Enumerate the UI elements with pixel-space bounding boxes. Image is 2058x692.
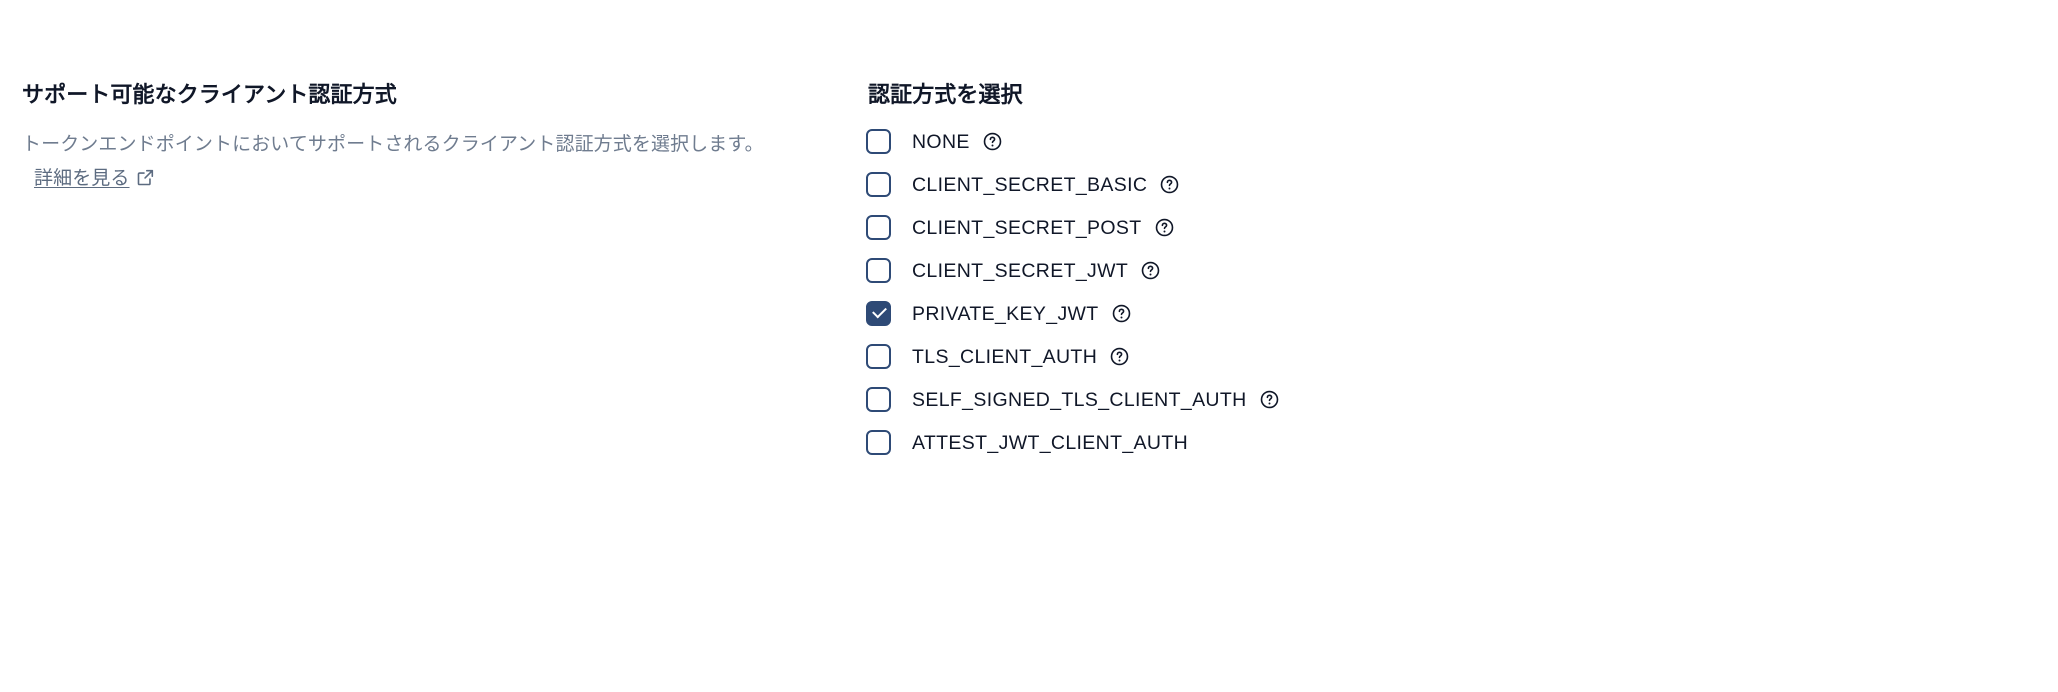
- auth-method-label: PRIVATE_KEY_JWT: [912, 302, 1099, 325]
- auth-method-label: ATTEST_JWT_CLIENT_AUTH: [912, 431, 1189, 454]
- auth-method-label: CLIENT_SECRET_POST: [912, 216, 1142, 239]
- auth-method-checkbox[interactable]: [866, 172, 891, 197]
- auth-method-label: CLIENT_SECRET_BASIC: [912, 173, 1148, 196]
- auth-method-option-tls-client-auth[interactable]: TLS_CLIENT_AUTH: [866, 335, 1129, 378]
- auth-method-checkbox[interactable]: [866, 258, 891, 283]
- auth-method-checkbox[interactable]: [866, 387, 891, 412]
- help-circle-icon[interactable]: [1160, 175, 1179, 194]
- auth-method-label: TLS_CLIENT_AUTH: [912, 345, 1098, 368]
- auth-method-checkbox[interactable]: [866, 301, 891, 326]
- section-heading: サポート可能なクライアント認証方式: [22, 82, 397, 107]
- auth-method-option-self-signed-tls-client-auth[interactable]: SELF_SIGNED_TLS_CLIENT_AUTH: [866, 378, 1279, 421]
- help-circle-icon[interactable]: [1260, 390, 1279, 409]
- auth-method-label: SELF_SIGNED_TLS_CLIENT_AUTH: [912, 388, 1247, 411]
- selection-column: 認証方式を選択 NONE CLIENT_SECRET_BASIC CLIENT_…: [866, 80, 1766, 464]
- section-description-text: トークンエンドポイントにおいてサポートされるクライアント認証方式を選択します。: [22, 134, 764, 155]
- auth-method-checkbox[interactable]: [866, 215, 891, 240]
- auth-method-checkbox[interactable]: [866, 344, 891, 369]
- help-circle-icon[interactable]: [1155, 218, 1174, 237]
- auth-method-option-client-secret-jwt[interactable]: CLIENT_SECRET_JWT: [866, 249, 1160, 292]
- auth-method-checkbox[interactable]: [866, 129, 891, 154]
- learn-more-label: 詳細を見る: [34, 168, 130, 189]
- auth-method-checkbox-list: NONE CLIENT_SECRET_BASIC CLIENT_SECRET_P…: [866, 120, 1766, 464]
- checkmark-icon: [872, 303, 887, 319]
- auth-method-label: CLIENT_SECRET_JWT: [912, 259, 1129, 282]
- section-description: トークンエンドポイントにおいてサポートされるクライアント認証方式を選択します。詳…: [22, 128, 822, 196]
- auth-method-label: NONE: [912, 130, 970, 153]
- external-link-icon: [137, 169, 154, 186]
- help-circle-icon[interactable]: [1110, 347, 1129, 366]
- auth-method-option-private-key-jwt[interactable]: PRIVATE_KEY_JWT: [866, 292, 1131, 335]
- auth-method-option-none[interactable]: NONE: [866, 120, 1002, 163]
- learn-more-link[interactable]: 詳細を見る: [34, 168, 154, 189]
- selection-heading: 認証方式を選択: [868, 82, 1023, 107]
- help-circle-icon[interactable]: [1112, 304, 1131, 323]
- auth-method-option-client-secret-basic[interactable]: CLIENT_SECRET_BASIC: [866, 163, 1179, 206]
- auth-method-checkbox[interactable]: [866, 430, 891, 455]
- help-circle-icon[interactable]: [983, 132, 1002, 151]
- auth-method-option-attest-jwt-client-auth[interactable]: ATTEST_JWT_CLIENT_AUTH: [866, 421, 1188, 464]
- description-column: サポート可能なクライアント認証方式 トークンエンドポイントにおいてサポートされる…: [22, 80, 832, 196]
- auth-method-option-client-secret-post[interactable]: CLIENT_SECRET_POST: [866, 206, 1174, 249]
- help-circle-icon[interactable]: [1141, 261, 1160, 280]
